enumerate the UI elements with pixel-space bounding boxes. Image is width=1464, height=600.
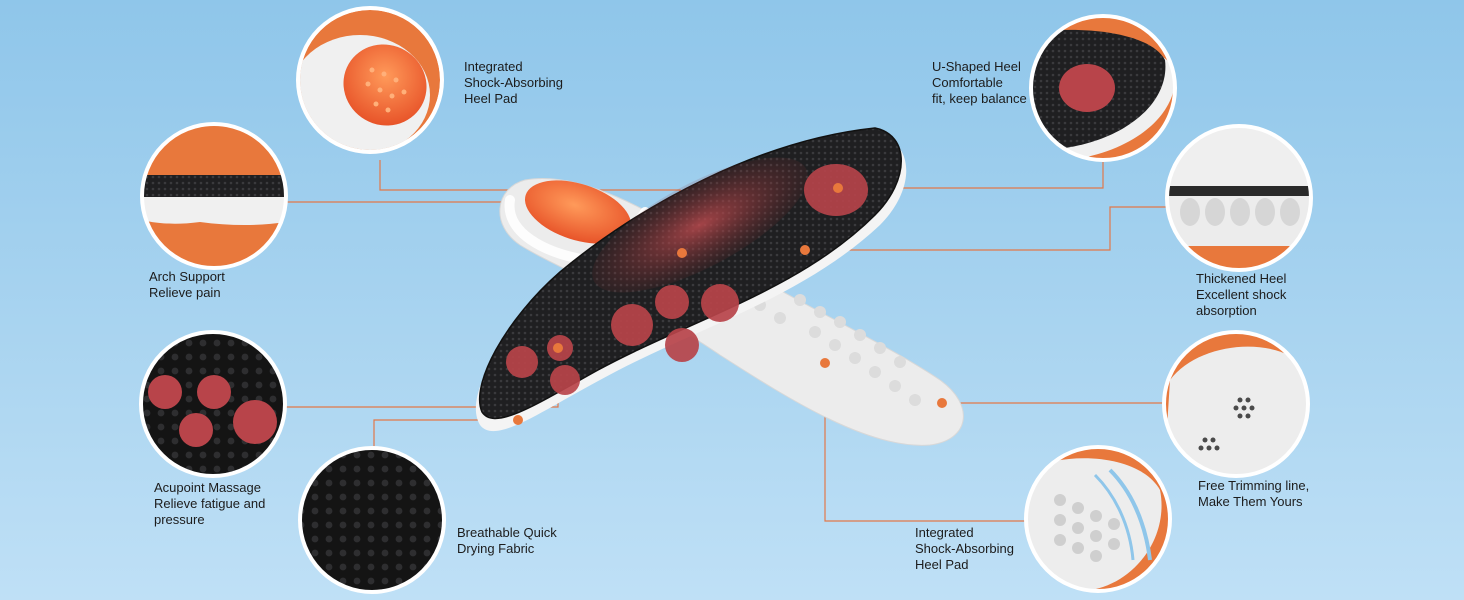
callout-thickened-heel: Thickened Heel Excellent shock absorptio… (1196, 271, 1287, 318)
callout-heel-pad-bottom: Integrated Shock-Absorbing Heel Pad (915, 525, 1014, 572)
heel-pad-bottom-photo (1024, 445, 1172, 593)
heel-pad-top-photo (296, 6, 444, 154)
callout-arch-support: Arch Support Relieve pain (149, 269, 225, 300)
callout-free-trimming: Free Trimming line, Make Them Yours (1198, 478, 1310, 509)
callout-u-shaped-heel: U-Shaped Heel Comfortable fit, keep bala… (932, 59, 1027, 106)
u-shaped-heel-photo (1029, 14, 1177, 162)
connector-dots (513, 183, 947, 425)
callout-breathable-fabric: Breathable Quick Drying Fabric (457, 525, 557, 556)
callout-heel-pad-top: Integrated Shock-Absorbing Heel Pad (464, 59, 563, 106)
free-trimming-photo (1162, 330, 1310, 478)
acupoint-massage-photo (139, 330, 287, 478)
callout-acupoint-massage: Acupoint Massage Relieve fatigue and pre… (154, 480, 266, 527)
black-insole (475, 127, 907, 432)
breathable-fabric-photo (298, 446, 446, 594)
thickened-heel-photo (1165, 124, 1313, 272)
arch-support-photo (140, 122, 288, 270)
